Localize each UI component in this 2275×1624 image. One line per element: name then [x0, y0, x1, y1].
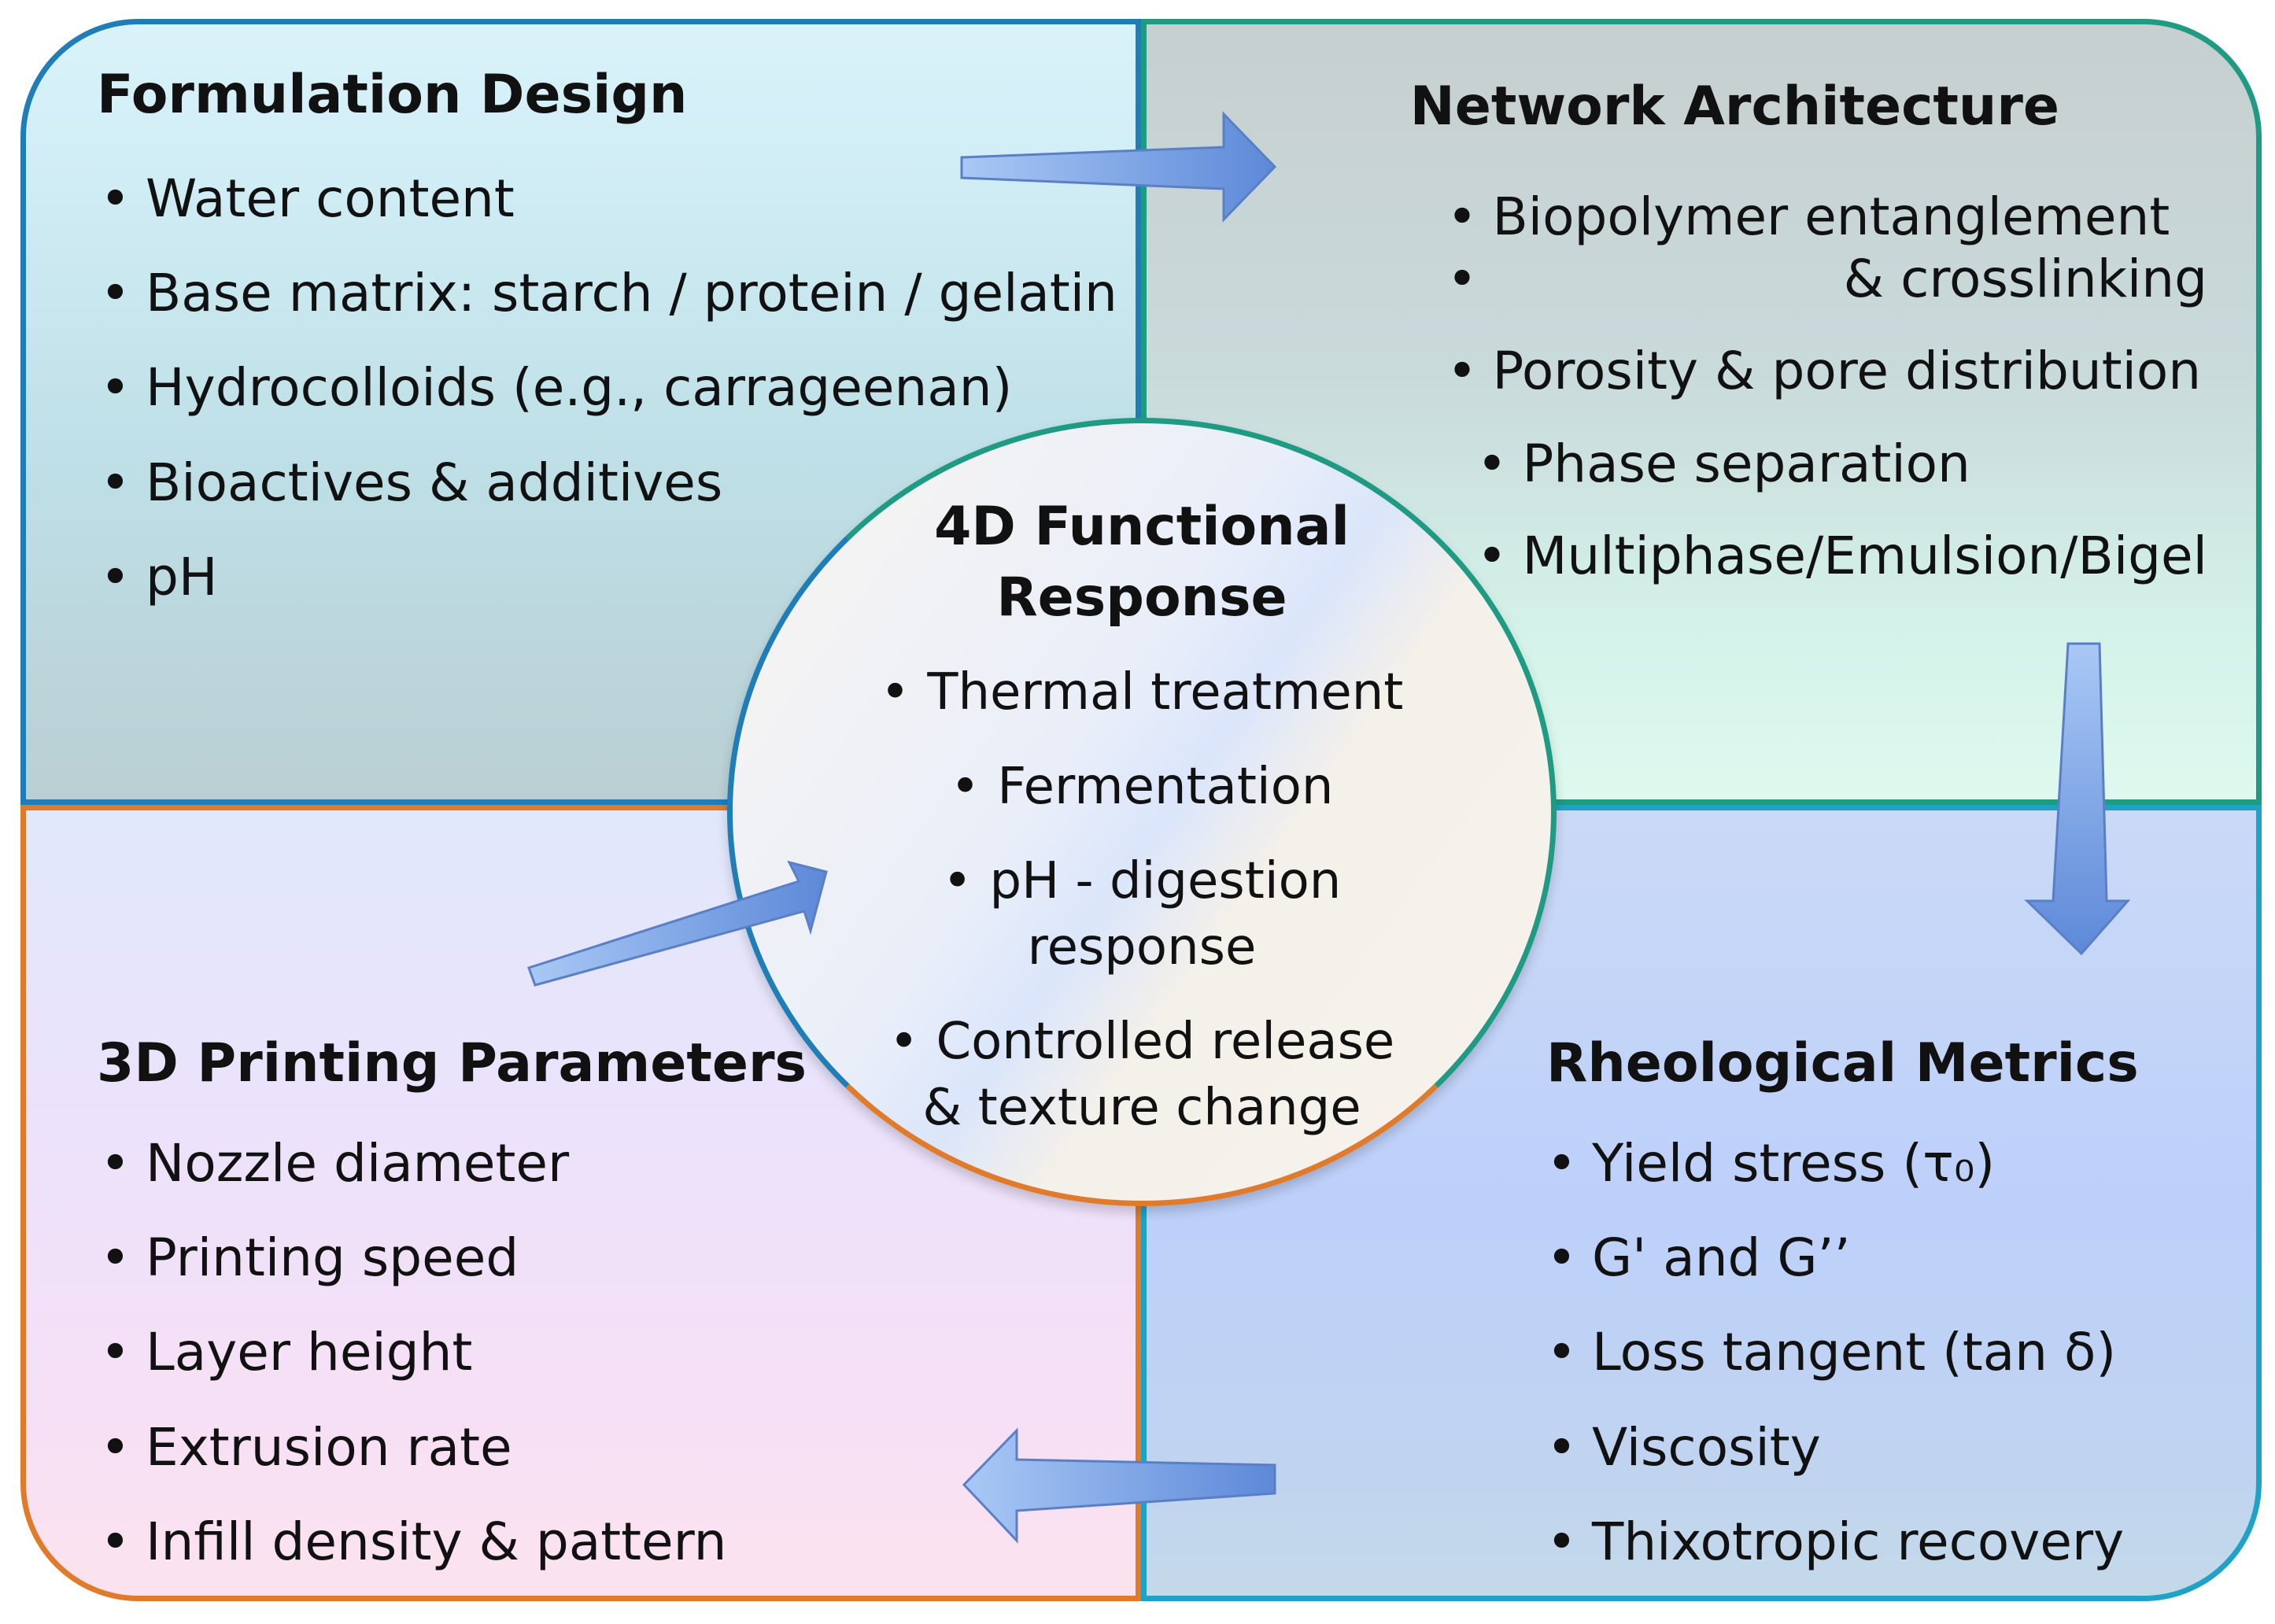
printing-parameters-list: Nozzle diameter Printing speed Layer hei… [100, 1132, 726, 1596]
list-item: Bioactives & additives [100, 452, 1117, 514]
formulation-design-panel: Formulation Design Water content Base ma… [20, 19, 1141, 805]
list-item: Multiphase/Emulsion/Bigel [1476, 525, 2207, 587]
list-item-continuation: & crosslinking [1446, 248, 2207, 310]
list-item: Biopolymer entanglement [1446, 186, 2207, 248]
functional-response-list: •Thermal treatment •Fermentation •pH - d… [733, 659, 1551, 1169]
list-item: Viscosity [1546, 1416, 2124, 1478]
list-item: Thixotropic recovery [1546, 1511, 2124, 1573]
list-item: Loss tangent (tan δ) [1546, 1321, 2124, 1383]
printing-parameters-title: 3D Printing Parameters [97, 1032, 807, 1094]
rheological-metrics-title: Rheological Metrics [1546, 1032, 2139, 1094]
list-item: pH [100, 546, 1117, 608]
list-item: •Thermal treatment [880, 663, 1404, 722]
rheological-metrics-list: Yield stress (τ₀) G' and G’’ Loss tangen… [1546, 1132, 2124, 1596]
list-item: G' and G’’ [1546, 1227, 2124, 1289]
list-item: Nozzle diameter [100, 1132, 726, 1194]
formulation-design-list: Water content Base matrix: starch / prot… [100, 168, 1117, 640]
list-item: Layer height [100, 1321, 726, 1383]
list-item: Hydrocolloids (e.g., carrageenan) [100, 356, 1117, 419]
network-architecture-list: Biopolymer entanglement & crosslinking P… [1446, 186, 2207, 617]
list-item: Printing speed [100, 1227, 726, 1289]
list-item: Porosity & pore distribution [1446, 340, 2207, 402]
network-architecture-title: Network Architecture [1409, 76, 2059, 138]
list-item: Water content [100, 168, 1117, 230]
list-item: Base matrix: starch / protein / gelatin [100, 262, 1117, 324]
list-item: Infill density & pattern [100, 1511, 726, 1573]
list-item: Phase separation [1476, 433, 2207, 495]
list-item: •Fermentation [950, 758, 1334, 816]
list-item: •Controlled release& texture change [888, 1013, 1395, 1137]
list-item: Extrusion rate [100, 1416, 726, 1478]
list-item: Yield stress (τ₀) [1546, 1132, 2124, 1194]
formulation-design-title: Formulation Design [97, 64, 688, 126]
